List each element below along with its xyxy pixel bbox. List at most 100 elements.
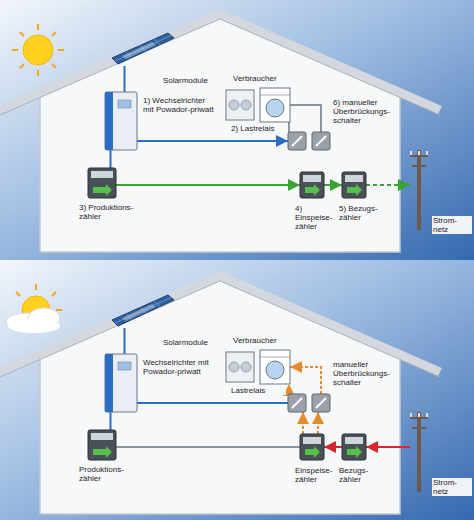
- device-icon: [226, 350, 290, 384]
- meter-body: [88, 430, 116, 460]
- device-node: 6) manueller Überbrückungs-schalter: [312, 132, 330, 150]
- inverter-stripe: [105, 92, 113, 150]
- device-label: Solarmodule: [162, 338, 216, 347]
- wire-connector: [288, 384, 290, 394]
- wire-connector: [116, 446, 300, 448]
- meter-body: [342, 172, 366, 198]
- washer-panel: [260, 95, 290, 96]
- device-label: Verbraucher: [232, 336, 304, 345]
- house: [0, 276, 440, 514]
- wire-connector: [366, 446, 410, 448]
- panel-shine: [122, 304, 156, 321]
- wire-connector: [137, 140, 288, 142]
- wire-connector: [366, 184, 410, 186]
- wire-connector: [290, 367, 321, 394]
- device-icon: [312, 394, 330, 412]
- device-node: Einspeise-zähler: [300, 434, 324, 460]
- meter-display: [303, 437, 321, 444]
- device-icon: [112, 294, 174, 328]
- inverter-body: [105, 354, 137, 412]
- device-label: Verbraucher: [232, 74, 304, 83]
- device-node: 1) Wechselrichter mit Powador-priwatt: [105, 92, 137, 150]
- wire-connector: [110, 150, 112, 168]
- fan: [229, 100, 239, 110]
- device-label: 6) manueller Überbrückungs-schalter: [332, 98, 398, 126]
- device-node: Strom-netz: [410, 150, 428, 230]
- device-label: manueller Überbrückungs-schalter: [332, 360, 398, 388]
- device-node: Verbraucher: [226, 88, 290, 122]
- device-node: 5) Bezugs-zähler: [342, 172, 366, 198]
- device-icon: [342, 434, 366, 460]
- inverter-body: [105, 92, 137, 150]
- device-icon: [288, 394, 306, 412]
- pole-crossbar: [410, 155, 428, 157]
- washer-body: [260, 350, 290, 384]
- solar-panel: [112, 33, 174, 64]
- pole-mast: [417, 150, 421, 230]
- washer-panel: [260, 357, 290, 358]
- device-label: 5) Bezugs-zähler: [338, 204, 388, 222]
- meter-body: [342, 434, 366, 460]
- device-label: Lastrelais: [230, 386, 286, 395]
- meter-arrow: [305, 184, 320, 196]
- washer-door: [266, 361, 284, 379]
- device-node: Bezugs-zähler: [342, 434, 366, 460]
- pole-crossbar: [412, 427, 426, 429]
- meter-body: [300, 172, 324, 198]
- device-icon: [88, 430, 116, 460]
- pole-insulator: [410, 413, 412, 417]
- device-label: Einspeise-zähler: [294, 466, 340, 484]
- washer-body: [260, 88, 290, 122]
- device-node: manueller Überbrückungs-schalter: [312, 394, 330, 412]
- device-label: Bezugs-zähler: [338, 466, 388, 484]
- switch-body: [312, 132, 330, 150]
- wire-connector: [137, 402, 288, 404]
- wire-connector: [302, 412, 304, 434]
- device-icon: [226, 88, 290, 122]
- switch-lever: [292, 398, 302, 408]
- wire-connector: [290, 105, 321, 132]
- switch-body: [312, 394, 330, 412]
- pole-insulator: [418, 413, 420, 417]
- meter-display: [345, 437, 363, 444]
- switch-lever: [292, 136, 302, 146]
- sky-panel: [0, 260, 474, 520]
- switch-body: [288, 132, 306, 150]
- meter-arrow: [347, 446, 362, 458]
- device-node: 3) Produktions-zähler: [88, 168, 116, 198]
- device-icon: [342, 172, 366, 198]
- meter-body: [88, 168, 116, 198]
- device-node: Produktions-zähler: [88, 430, 116, 460]
- wire-connector: [124, 66, 126, 92]
- device-label: 2) Lastrelais: [230, 124, 286, 133]
- device-label: 1) Wechselrichter mit Powador-priwatt: [142, 96, 216, 114]
- solar-panel: [112, 295, 174, 326]
- device-icon: [300, 172, 324, 198]
- device-label: Strom-netz: [432, 216, 472, 234]
- device-icon: [410, 412, 428, 492]
- sky-panel: [0, 0, 474, 260]
- device-label: Solarmodule: [162, 76, 216, 85]
- device-icon: [312, 132, 330, 150]
- device-node: 2) Lastrelais: [288, 132, 306, 150]
- wire-connector: [324, 184, 342, 186]
- device-node: Lastrelais: [288, 394, 306, 412]
- meter-arrow: [93, 446, 112, 458]
- fan: [229, 362, 239, 372]
- sun: [12, 24, 64, 76]
- meter-display: [303, 175, 321, 182]
- panel-grid: [115, 36, 171, 62]
- device-icon: [410, 150, 428, 230]
- device-label: Wechselrichter mit Powador-priwatt: [142, 358, 216, 376]
- wire-connector: [317, 412, 319, 434]
- device-icon: [300, 434, 324, 460]
- inverter-display: [118, 100, 131, 108]
- device-label: Strom-netz: [432, 478, 472, 496]
- device-node: 4) Einspeise-zähler: [300, 172, 324, 198]
- fan: [241, 362, 251, 372]
- device-label: 4) Einspeise-zähler: [294, 204, 340, 232]
- device-node: Strom-netz: [410, 412, 428, 492]
- meter-display: [91, 433, 113, 440]
- device-label: 3) Produktions-zähler: [78, 203, 138, 221]
- wire-connector: [324, 446, 342, 448]
